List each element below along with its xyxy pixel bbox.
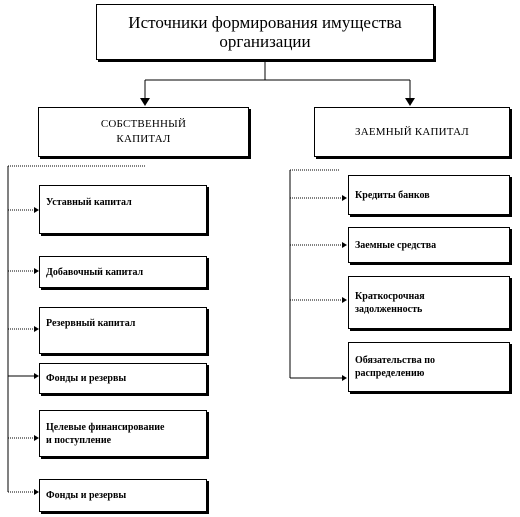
own-item-charter-capital: Уставный капитал [39, 185, 207, 234]
borrowed-item-short-term-debt: Краткосрочная задолженность [348, 276, 510, 329]
borrowed-item-distribution-obligations: Обязательства по распределению [348, 342, 510, 392]
borrowed-capital-box: ЗАЕМНЫЙ КАПИТАЛ [314, 107, 510, 157]
borrowed-item-label-line1: Краткосрочная [355, 290, 425, 302]
own-capital-line2: КАПИТАЛ [116, 133, 171, 145]
diagram-title-line2: организации [219, 32, 311, 51]
own-item-additional-capital: Добавочный капитал [39, 256, 207, 288]
own-item-target-financing: Целевые финансирование и поступление [39, 410, 207, 457]
borrowed-item-borrowed-funds: Заемные средства [348, 227, 510, 263]
borrowed-item-label-line2: распределению [355, 368, 425, 379]
diagram-title-box: Источники формирования имущества организ… [96, 4, 434, 60]
borrowed-item-bank-loans: Кредиты банков [348, 175, 510, 215]
own-item-label-line2: и поступление [46, 434, 112, 446]
own-item-label: Уставный капитал [46, 197, 132, 208]
own-item-funds-reserves: Фонды и резервы [39, 363, 207, 394]
own-item-funds-reserves-2: Фонды и резервы [39, 479, 207, 512]
own-item-label: Фонды и резервы [46, 490, 127, 501]
own-item-label: Добавочный капитал [46, 266, 144, 278]
own-item-label: Фонды и резервы [46, 373, 127, 384]
own-capital-line1: СОБСТВЕННЫЙ [100, 118, 187, 130]
borrowed-item-label-line2: задолженность [355, 303, 423, 315]
arrow-left [140, 98, 150, 106]
borrowed-item-label: Заемные средства [355, 239, 437, 251]
borrowed-capital-label: ЗАЕМНЫЙ КАПИТАЛ [355, 125, 469, 138]
own-item-reserve-capital: Резервный капитал [39, 307, 207, 354]
borrowed-item-label-line1: Обязательства по [355, 355, 435, 366]
arrow-right [405, 98, 415, 106]
diagram-title-line1: Источники формирования имущества [128, 13, 402, 32]
own-capital-box: СОБСТВЕННЫЙ КАПИТАЛ [38, 107, 249, 157]
borrowed-item-label: Кредиты банков [355, 189, 430, 201]
own-item-label-line1: Целевые финансирование [46, 421, 165, 433]
own-item-label: Резервный капитал [46, 318, 136, 329]
